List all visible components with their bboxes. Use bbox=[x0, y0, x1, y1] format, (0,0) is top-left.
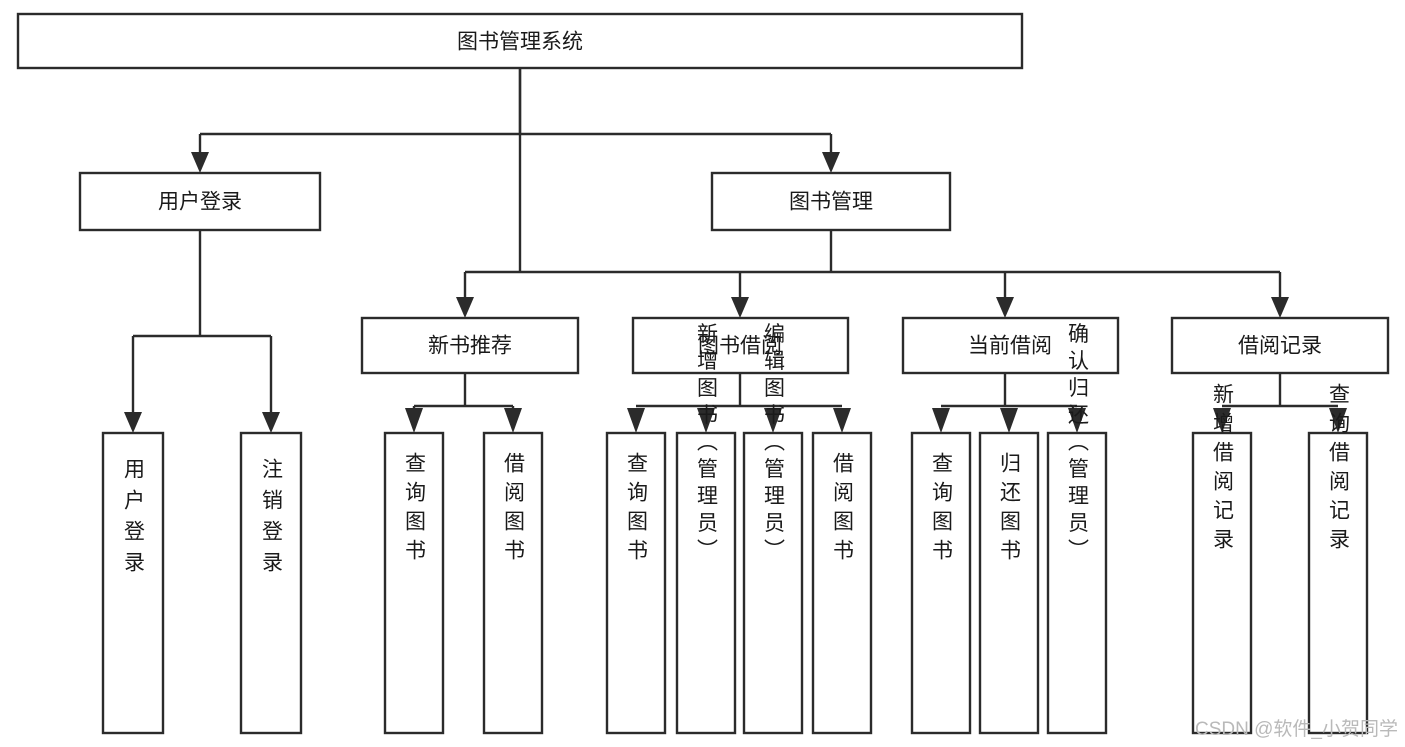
node-leaf-borrow-book-2[interactable]: 借阅图书 bbox=[811, 431, 873, 735]
node-book-management-box[interactable] bbox=[710, 171, 952, 232]
node-borrow-record-label: 借阅记录 bbox=[1238, 335, 1322, 358]
node-book-borrow-box[interactable] bbox=[631, 316, 850, 375]
node-book-management-label: 图书管理 bbox=[789, 191, 873, 214]
node-leaf-add-book[interactable]: 新增图书（管理员） bbox=[675, 323, 737, 735]
arrow-cb-leaf1 bbox=[932, 408, 950, 433]
node-leaf-add-record[interactable]: 新增借阅记录 bbox=[1191, 383, 1253, 735]
node-leaf-return-book[interactable]: 归还图书 bbox=[978, 431, 1040, 735]
node-leaf-add-book-box[interactable] bbox=[675, 431, 737, 735]
node-book-management[interactable]: 图书管理 bbox=[710, 171, 952, 232]
arrow-bb-leaf3 bbox=[764, 408, 782, 433]
node-leaf-borrow-book-1[interactable]: 借阅图书 bbox=[482, 431, 544, 735]
node-leaf-edit-book-label: 编辑图书（管理员） bbox=[762, 323, 786, 566]
arrow-nb-leaf2 bbox=[504, 408, 522, 433]
node-user-login-box[interactable] bbox=[78, 171, 322, 232]
node-leaf-edit-book-box[interactable] bbox=[742, 431, 804, 735]
node-current-borrow[interactable]: 当前借阅 bbox=[901, 316, 1120, 375]
node-leaf-query-record-label: 查询借阅记录 bbox=[1327, 383, 1351, 557]
node-current-borrow-label: 当前借阅 bbox=[968, 335, 1052, 358]
arrow-new-book-recommend bbox=[456, 297, 474, 318]
node-leaf-user-logout-label: 注销登录 bbox=[260, 458, 284, 582]
arrow-bb-leaf2 bbox=[697, 408, 715, 433]
node-leaf-add-book-label: 新增图书（管理员） bbox=[695, 323, 719, 566]
node-leaf-confirm-return[interactable]: 确认归还（管理员） bbox=[1046, 323, 1108, 735]
node-book-borrow-label: 图书借阅 bbox=[698, 335, 782, 358]
node-leaf-query-book-2-box[interactable] bbox=[605, 431, 667, 735]
node-new-book-recommend-label: 新书推荐 bbox=[428, 335, 512, 358]
node-leaf-user-logout-box[interactable] bbox=[239, 431, 303, 735]
arrow-br-leaf2 bbox=[1329, 408, 1347, 433]
node-new-book-recommend-box[interactable] bbox=[360, 316, 580, 375]
node-leaf-return-book-label: 归还图书 bbox=[998, 452, 1022, 568]
node-leaf-confirm-return-box[interactable] bbox=[1046, 431, 1108, 735]
node-leaf-user-login-label: 用户登录 bbox=[122, 458, 146, 582]
node-leaf-user-logout[interactable]: 注销登录 bbox=[239, 431, 303, 735]
node-root-label: 图书管理系统 bbox=[457, 31, 583, 54]
node-leaf-add-record-box[interactable] bbox=[1191, 431, 1253, 735]
node-leaf-borrow-book-2-box[interactable] bbox=[811, 431, 873, 735]
node-leaf-query-book-2-label: 查询图书 bbox=[625, 452, 649, 568]
node-leaf-query-book-3-label: 查询图书 bbox=[930, 452, 954, 568]
arrow-current-borrow bbox=[996, 297, 1014, 318]
node-leaf-edit-book[interactable]: 编辑图书（管理员） bbox=[742, 323, 804, 735]
node-leaf-query-record[interactable]: 查询借阅记录 bbox=[1307, 383, 1369, 735]
arrow-book-management bbox=[822, 152, 840, 173]
node-root-box[interactable] bbox=[16, 12, 1024, 70]
node-leaf-query-book-3[interactable]: 查询图书 bbox=[910, 431, 972, 735]
node-leaf-return-book-box[interactable] bbox=[978, 431, 1040, 735]
node-leaf-user-login-box[interactable] bbox=[101, 431, 165, 735]
node-book-borrow[interactable]: 图书借阅 bbox=[631, 316, 850, 375]
arrow-nb-leaf1 bbox=[405, 408, 423, 433]
arrow-leaf-user-logout bbox=[262, 412, 280, 433]
node-borrow-record-box[interactable] bbox=[1170, 316, 1390, 375]
csdn-watermark: CSDN @软件_小贺同学 bbox=[1195, 718, 1398, 740]
arrow-user-login bbox=[191, 152, 209, 173]
node-borrow-record[interactable]: 借阅记录 bbox=[1170, 316, 1390, 375]
node-leaf-query-book-2[interactable]: 查询图书 bbox=[605, 431, 667, 735]
arrow-cb-leaf3 bbox=[1068, 408, 1086, 433]
node-leaf-borrow-book-1-box[interactable] bbox=[482, 431, 544, 735]
arrow-leaf-user-login bbox=[124, 412, 142, 433]
node-leaf-query-book-1-box[interactable] bbox=[383, 431, 445, 735]
arrow-bb-leaf4 bbox=[833, 408, 851, 433]
node-leaf-query-book-1[interactable]: 查询图书 bbox=[383, 431, 445, 735]
node-root[interactable]: 图书管理系统 bbox=[16, 12, 1024, 70]
node-current-borrow-box[interactable] bbox=[901, 316, 1120, 375]
node-leaf-add-record-label: 新增借阅记录 bbox=[1211, 383, 1235, 557]
arrow-borrow-record bbox=[1271, 297, 1289, 318]
node-user-login[interactable]: 用户登录 bbox=[78, 171, 322, 232]
node-leaf-confirm-return-label: 确认归还（管理员） bbox=[1066, 323, 1090, 566]
arrow-book-borrow bbox=[731, 297, 749, 318]
node-leaf-query-record-box[interactable] bbox=[1307, 431, 1369, 735]
connector-layer bbox=[124, 68, 1347, 433]
node-new-book-recommend[interactable]: 新书推荐 bbox=[360, 316, 580, 375]
node-user-login-label: 用户登录 bbox=[158, 191, 242, 214]
arrow-br-leaf1 bbox=[1213, 408, 1231, 433]
node-leaf-borrow-book-1-label: 借阅图书 bbox=[502, 452, 526, 568]
node-leaf-query-book-3-box[interactable] bbox=[910, 431, 972, 735]
node-leaf-user-login[interactable]: 用户登录 bbox=[101, 431, 165, 735]
arrow-bb-leaf1 bbox=[627, 408, 645, 433]
node-leaf-borrow-book-2-label: 借阅图书 bbox=[831, 452, 855, 568]
arrow-cb-leaf2 bbox=[1000, 408, 1018, 433]
node-leaf-query-book-1-label: 查询图书 bbox=[403, 452, 427, 568]
